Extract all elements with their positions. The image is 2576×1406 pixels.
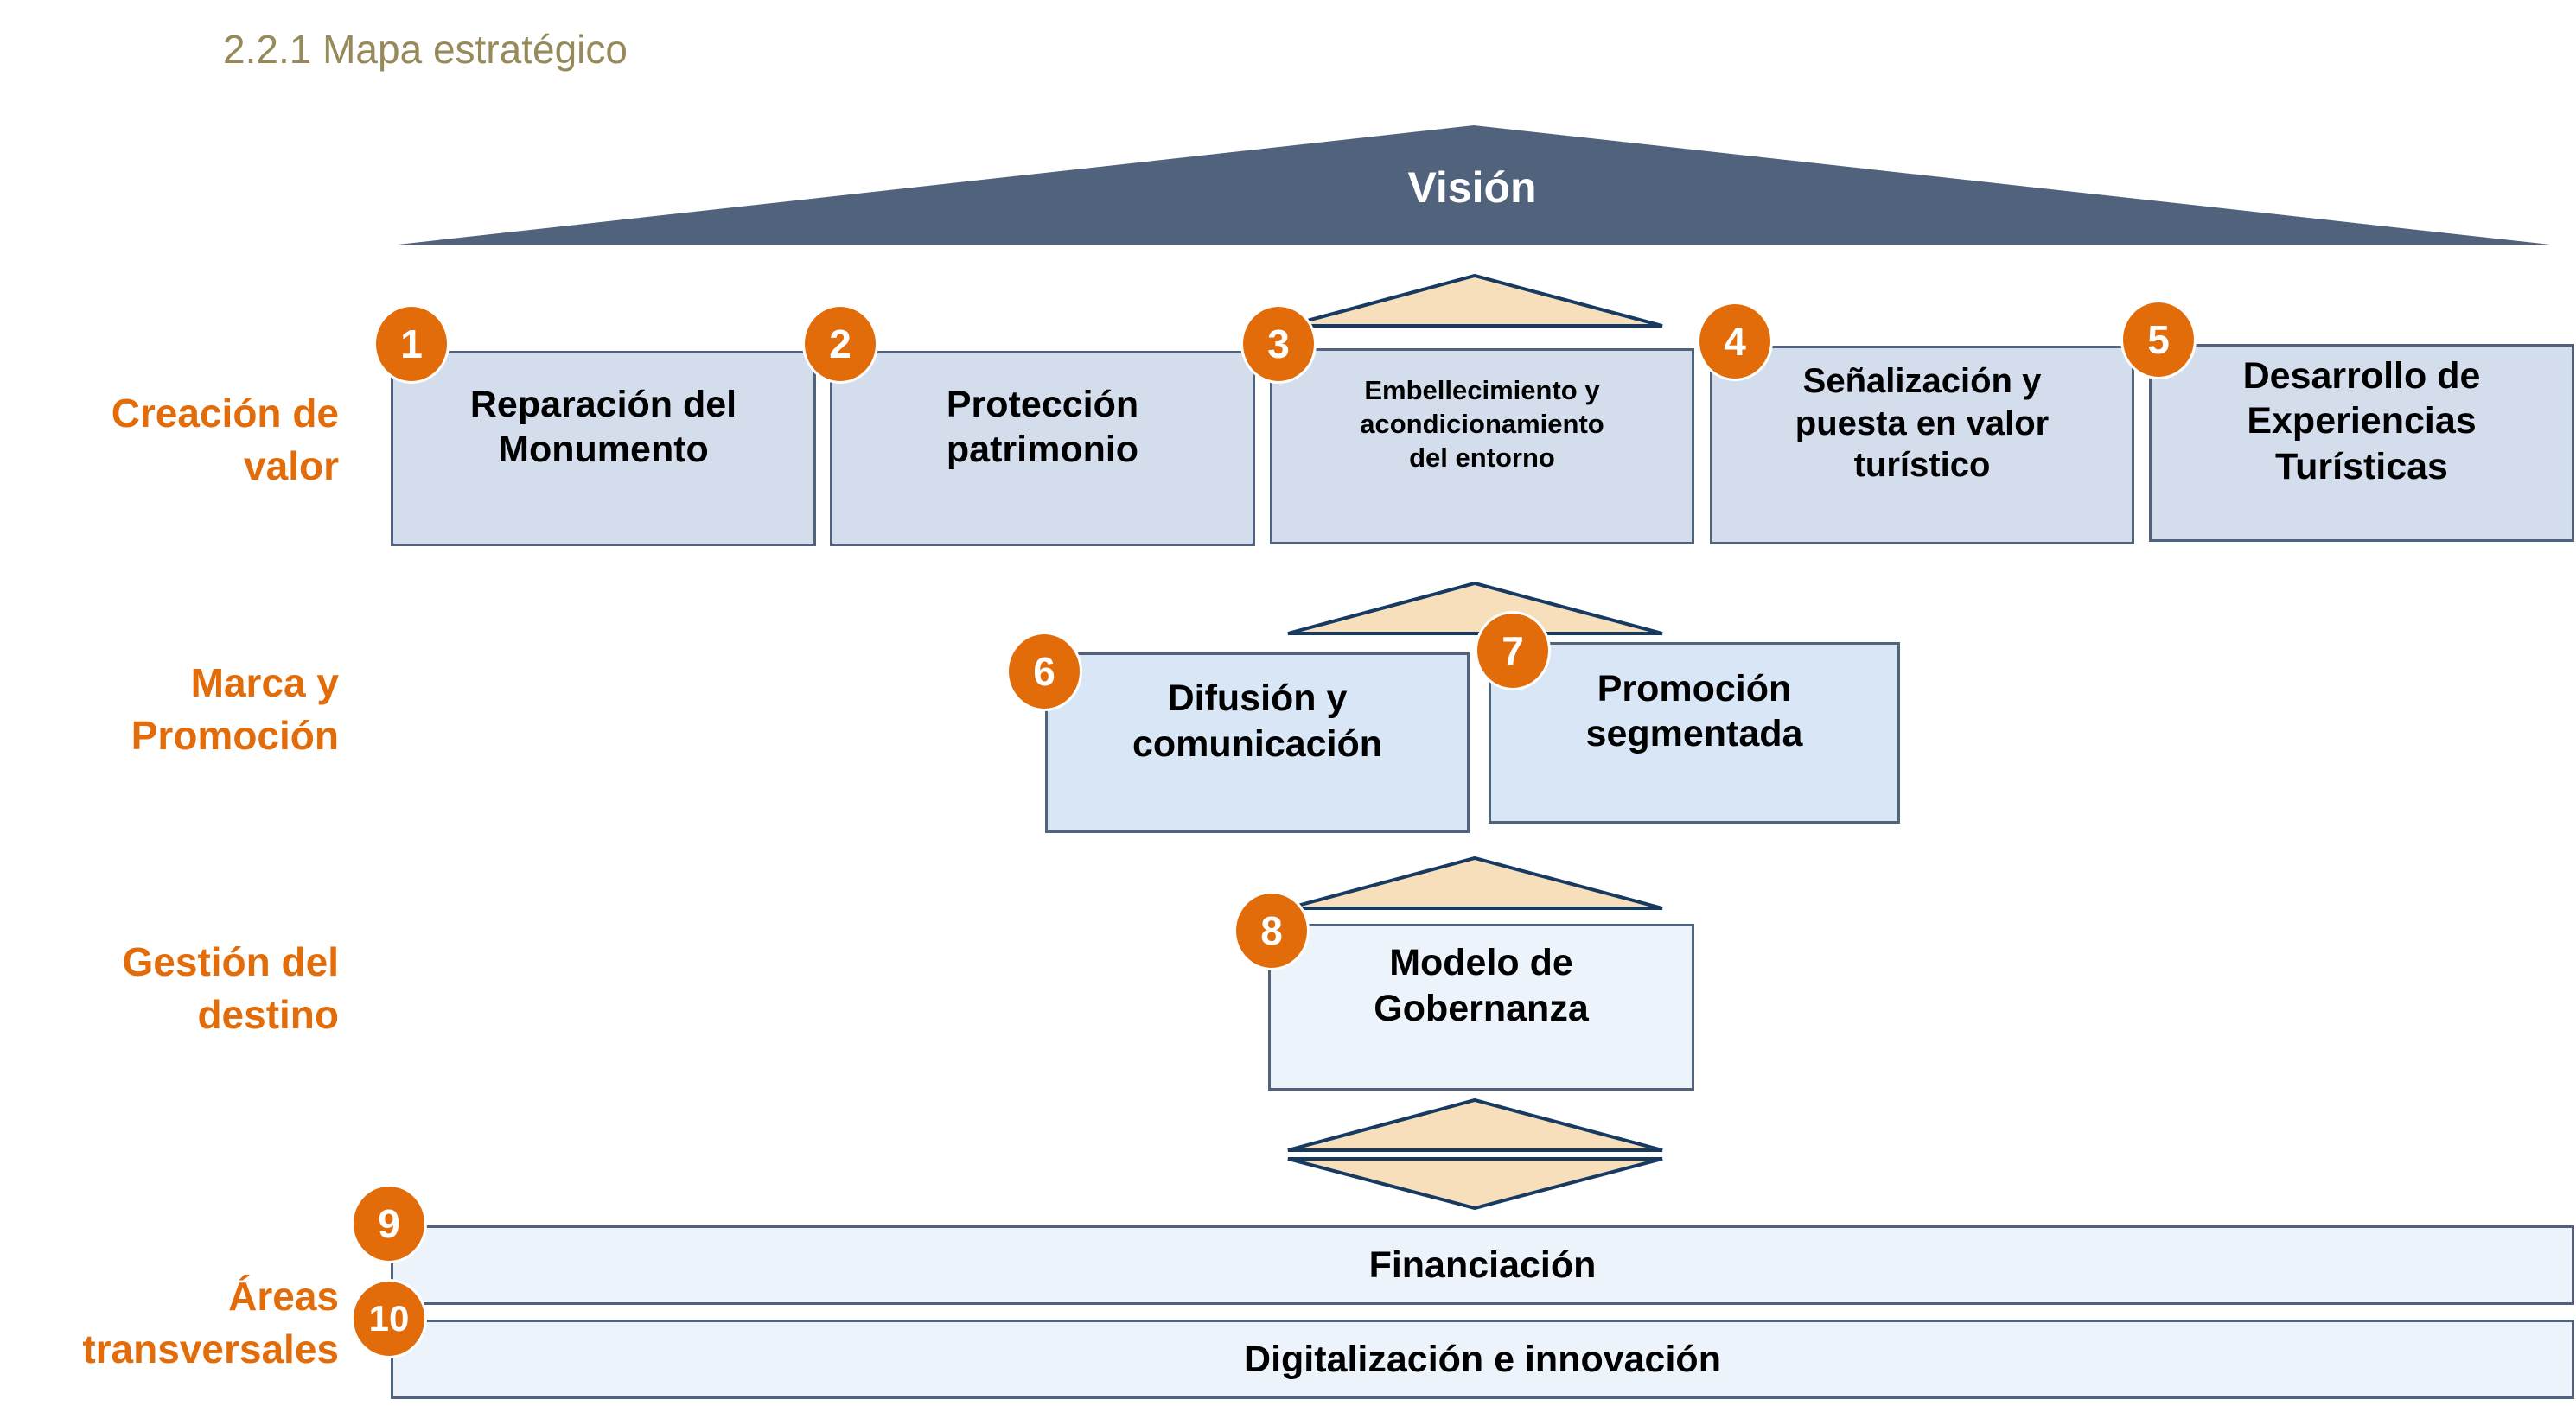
number-badge-1: 1 [373,304,450,384]
arrow-down-to-transversal [1287,1157,1663,1211]
number-badge-7: 7 [1475,611,1551,690]
objective-label: Embellecimiento y acondicionamiento del … [1360,375,1604,473]
objective-box-4[interactable]: Señalización y puesta en valor turístico [1710,346,2134,544]
arrow-up-to-tier2 [1287,856,1663,910]
page-title: 2.2.1 Mapa estratégico [223,27,628,72]
objective-label: Financiación [1368,1244,1597,1286]
objective-label: Modelo de Gobernanza [1374,942,1589,1029]
tier-label-gestion-destino: Gestión del destino [122,939,339,1037]
number-badge-6: 6 [1006,632,1082,711]
objective-label: Difusión y comunicación [1132,678,1383,765]
tier-label-areas-transversales: Áreas transversales [82,1274,339,1371]
number-badge-10: 10 [351,1279,427,1358]
number-badge-4: 4 [1697,302,1773,381]
objective-box-6[interactable]: Difusión y comunicación [1045,652,1470,833]
vision-roof [398,125,2550,245]
objective-box-3[interactable]: Embellecimiento y acondicionamiento del … [1270,348,1694,544]
arrow-up-from-transversal [1287,1097,1663,1152]
objective-bar-9[interactable]: Financiación [391,1225,2574,1305]
objective-label: Protección patrimonio [946,383,1139,470]
number-badge-2: 2 [802,304,878,384]
objective-label: Señalización y puesta en valor turístico [1795,361,2050,485]
tier-label-creacion-valor: Creación de valor [111,391,339,488]
arrow-up-to-vision [1287,273,1663,328]
objective-box-1[interactable]: Reparación del Monumento [391,351,816,546]
objective-label: Desarrollo de Experiencias Turísticas [2242,354,2481,487]
objective-box-8[interactable]: Modelo de Gobernanza [1268,924,1694,1091]
objective-box-2[interactable]: Protección patrimonio [830,351,1255,546]
objective-label: Digitalización e innovación [1244,1338,1721,1380]
objective-label: Reparación del Monumento [469,383,737,470]
number-badge-9: 9 [351,1184,427,1263]
tier-label-marca-promocion: Marca y Promoción [131,660,339,758]
objective-label: Promoción segmentada [1585,667,1803,754]
arrow-up-to-tier1 [1287,581,1663,635]
objective-box-7[interactable]: Promoción segmentada [1489,642,1900,824]
number-badge-8: 8 [1234,891,1310,970]
objective-box-5[interactable]: Desarrollo de Experiencias Turísticas [2149,344,2574,542]
number-badge-3: 3 [1240,304,1317,384]
vision-label: Visión [1407,163,1537,212]
number-badge-5: 5 [2120,300,2197,379]
objective-bar-10[interactable]: Digitalización e innovación [391,1320,2574,1399]
